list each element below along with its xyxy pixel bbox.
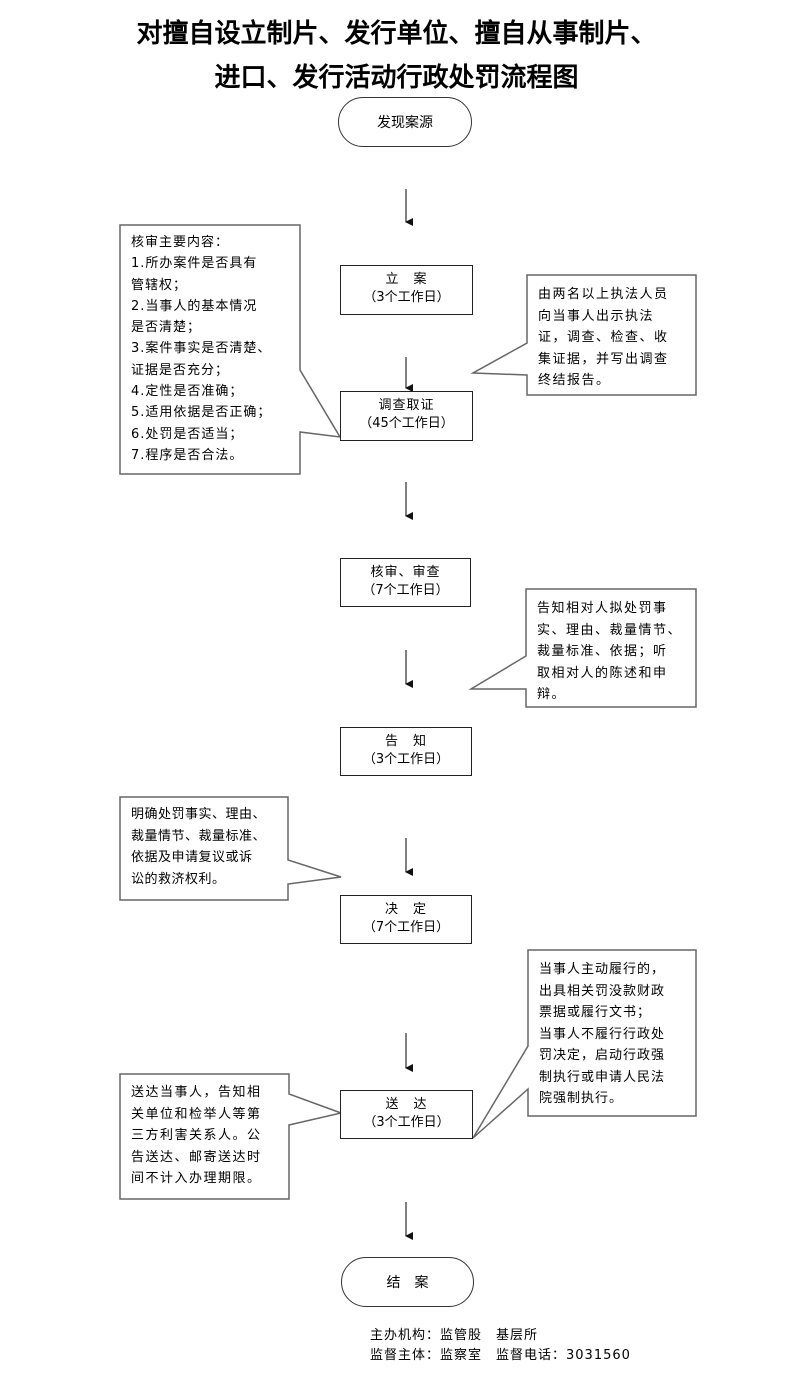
note-notify: 告知相对人拟处罚事 实、理由、裁量情节、 裁量标准、依据；听 取相对人的陈述和申… (527, 594, 696, 710)
note-line: 证，调查、检查、收 (538, 330, 669, 345)
note-line: 7.程序是否合法。 (131, 447, 244, 463)
note-line: 6.处罚是否适当； (131, 426, 244, 442)
end-node-label: 结 案 (386, 1275, 429, 1291)
callout-investigation (470, 274, 697, 396)
note-line: 3.案件事实是否清楚、 (131, 341, 272, 357)
step-name: 送 达 (385, 1097, 428, 1112)
note-line: 讼的救济权利。 (131, 871, 226, 887)
step-filing: 立 案 （3个工作日） (340, 265, 473, 315)
note-line: 是否清楚； (131, 320, 202, 336)
end-node: 结 案 (341, 1257, 474, 1307)
note-review-content: 核审主要内容： 1.所办案件是否具有 管辖权； 2.当事人的基本情况 是否清楚；… (121, 228, 301, 470)
note-decision: 明确处罚事实、理由、 裁量情节、裁量标准、 依据及申请复议或诉 讼的救济权利。 (121, 800, 289, 894)
note-line: 告知相对人拟处罚事 (537, 601, 668, 616)
note-line: 5.适用依据是否正确； (131, 405, 272, 421)
note-line: 制执行或申请人民法 (539, 1069, 666, 1085)
note-line: 送达当事人，告知相 (131, 1085, 262, 1100)
note-line: 向当事人出示执法 (538, 308, 655, 324)
note-line: 间不计入办理期限。 (131, 1171, 262, 1186)
note-line: 票据或履行文书； (539, 1005, 652, 1020)
note-line: 2.当事人的基本情况 (131, 298, 258, 314)
note-line: 出具相关罚没款财政 (539, 983, 666, 999)
step-delivery: 送 达 （3个工作日） (340, 1090, 473, 1139)
start-node: 发现案源 (338, 97, 472, 147)
diagram-title-line-2: 进口、发行活动行政处罚流程图 (214, 63, 579, 93)
note-line: 三方利害关系人。公 (131, 1128, 262, 1143)
callout-notify (468, 588, 697, 708)
step-duration: （7个工作日） (362, 920, 450, 935)
note-line: 管辖权； (131, 277, 188, 293)
step-name: 告 知 (384, 734, 427, 749)
callout-decision (119, 796, 342, 901)
note-line: 由两名以上执法人员 (538, 287, 669, 302)
note-delivery: 送达当事人，告知相 关单位和检举人等第 三方利害关系人。公 告送达、邮寄送达时 … (121, 1078, 289, 1194)
step-name: 决 定 (384, 902, 427, 917)
note-line: 当事人主动履行的， (539, 962, 666, 977)
note-line: 证据是否充分； (131, 362, 230, 378)
callout-delivery (119, 1073, 344, 1200)
footer-organizer: 主办机构：监管股 基层所 (370, 1328, 539, 1343)
note-execution: 当事人主动履行的， 出具相关罚没款财政 票据或履行文书； 当事人不履行行政处 罚… (529, 955, 697, 1114)
note-line: 终结报告。 (538, 373, 611, 388)
note-line: 罚决定，启动行政强 (539, 1048, 666, 1063)
note-line: 院强制执行。 (539, 1091, 624, 1106)
callout-review-content (119, 224, 342, 475)
note-line: 当事人不履行行政处 (539, 1026, 666, 1042)
step-duration: （45个工作日） (359, 416, 454, 431)
note-line: 辩。 (537, 687, 567, 702)
step-notify: 告 知 （3个工作日） (340, 727, 472, 776)
note-investigation: 由两名以上执法人员 向当事人出示执法 证，调查、检查、收 集证据，并写出调查 终… (528, 280, 696, 396)
step-review: 核审、审查 （7个工作日） (340, 558, 471, 607)
note-line: 集证据，并写出调查 (538, 351, 669, 367)
step-name: 调查取证 (378, 398, 435, 413)
note-line: 关单位和检举人等第 (131, 1106, 262, 1122)
note-line: 裁量情节、裁量标准、 (131, 828, 267, 844)
note-line: 依据及申请复议或诉 (131, 850, 253, 865)
step-duration: （7个工作日） (362, 583, 449, 598)
step-name: 核审、审查 (370, 565, 441, 580)
note-line: 告送达、邮寄送达时 (131, 1149, 262, 1165)
note-line: 明确处罚事实、理由、 (131, 807, 267, 822)
step-investigation: 调查取证 （45个工作日） (340, 391, 473, 441)
note-line: 4.定性是否准确； (131, 384, 244, 400)
step-duration: （3个工作日） (363, 1115, 450, 1130)
diagram-title-line-1: 对擅自设立制片、发行单位、擅自从事制片、 (136, 19, 657, 49)
step-duration: （3个工作日） (363, 290, 450, 305)
note-line: 裁量标准、依据；听 (537, 644, 668, 659)
note-line: 实、理由、裁量情节、 (537, 622, 683, 638)
callout-execution (472, 949, 697, 1139)
step-decision: 决 定 （7个工作日） (340, 895, 472, 944)
start-node-label: 发现案源 (377, 115, 433, 131)
note-line: 核审主要内容： (131, 235, 230, 250)
note-line: 1.所办案件是否具有 (131, 256, 258, 272)
note-line: 取相对人的陈述和申 (537, 665, 668, 681)
footer-supervision: 监督主体：监察室 监督电话：3031560 (370, 1348, 631, 1363)
step-name: 立 案 (385, 272, 428, 287)
step-duration: （3个工作日） (362, 752, 450, 767)
